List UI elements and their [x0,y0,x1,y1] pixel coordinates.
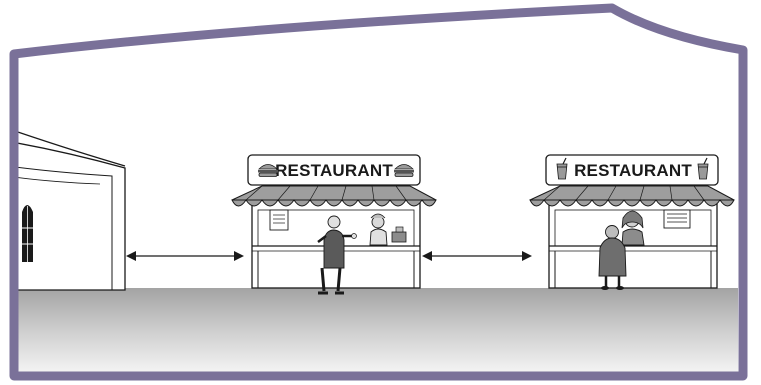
scene-frame [9,3,748,381]
vendor-figure [369,213,407,246]
distance-arrow-1 [126,251,244,261]
stall-sign-board [247,154,421,186]
stall-sign-board [545,154,719,186]
restaurant-stall-1: RESTAURANT [231,154,437,295]
tent [18,125,126,291]
stall-awning [529,185,735,207]
distance-arrow-2 [422,251,532,261]
burger-icon [258,164,278,177]
burger-icon [394,164,414,177]
stall-awning [231,185,437,207]
drink-cup-icon [697,157,709,180]
restaurant-stall-2: RESTAURANT [529,154,735,290]
vendor-figure [621,210,645,246]
drink-cup-icon [556,157,568,180]
stall-sign-text: RESTAURANT [574,161,692,180]
customer-figure [317,215,357,295]
stall-sign-text: RESTAURANT [275,161,393,180]
ground [18,288,738,372]
customer-figure [598,225,627,290]
